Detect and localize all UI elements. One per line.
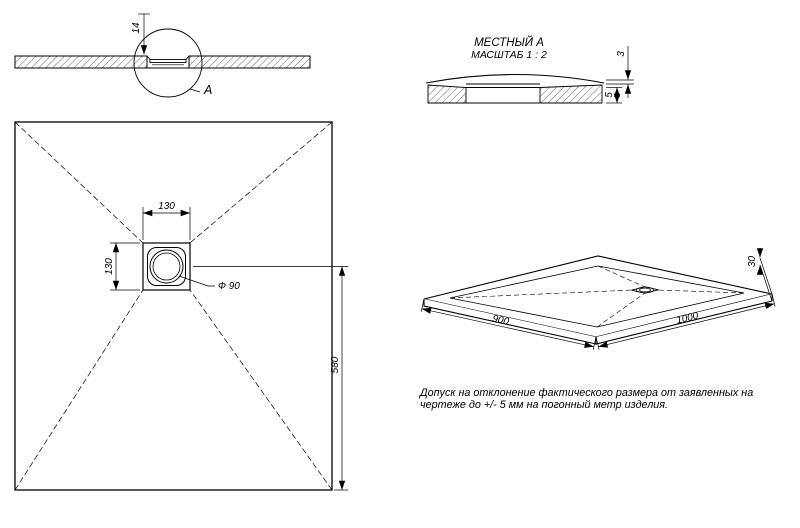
drain-assembly-iso — [631, 286, 659, 294]
dim-580-label: 580 — [330, 356, 341, 373]
plan-view — [14, 121, 333, 491]
detail-view-scale: МАСШТАБ 1 : 2 — [471, 49, 547, 61]
iso-view — [423, 255, 773, 345]
detail-a-label: A — [203, 83, 212, 97]
dim-detail-edge — [606, 87, 622, 104]
iso-rim-outer — [423, 255, 773, 338]
dim-30-label: 30 — [747, 256, 758, 268]
section-slab-right — [188, 55, 311, 69]
dim-drain-diameter-leader — [178, 275, 215, 287]
dim-5-label: 5 — [604, 92, 615, 98]
dim-130v-label: 130 — [104, 258, 115, 275]
detail-view-title: МЕСТНЫЙ А — [474, 36, 544, 49]
dim-130h-label: 130 — [158, 201, 175, 212]
section-slab-left — [14, 55, 148, 69]
dim-drain-height — [110, 242, 140, 291]
detail-a-leader — [189, 88, 201, 93]
dim-center-to-edge — [193, 266, 348, 491]
dim-f90-label: Ф 90 — [218, 281, 240, 292]
detail-a-view — [425, 73, 605, 104]
detail-circle-a — [133, 28, 203, 98]
section-drain-cover — [149, 59, 187, 63]
tolerance-note: Допуск на отклонение фактического размер… — [419, 387, 753, 411]
dim-iso-length — [595, 293, 776, 350]
dim-3-label: 3 — [616, 51, 627, 57]
tolerance-note-line2: чертеже до +/- 5 мм на погонный метр изд… — [420, 399, 668, 411]
dim-iso-height — [756, 248, 773, 302]
dim-iso-width — [420, 298, 597, 350]
tolerance-note-line1: Допуск на отклонение фактического размер… — [419, 387, 753, 399]
plan-diagonals — [14, 121, 333, 491]
dim-detail-top — [606, 46, 634, 98]
section-view — [14, 28, 311, 98]
dim-section-thickness — [138, 13, 150, 55]
dim-drain-width — [142, 207, 191, 240]
dim-900-label: 900 — [491, 313, 510, 327]
dim-14-label: 14 — [131, 22, 142, 34]
tray-outline-plan — [14, 121, 333, 491]
drain-assembly-plan — [142, 242, 191, 291]
dim-1000-label: 1000 — [675, 310, 700, 326]
